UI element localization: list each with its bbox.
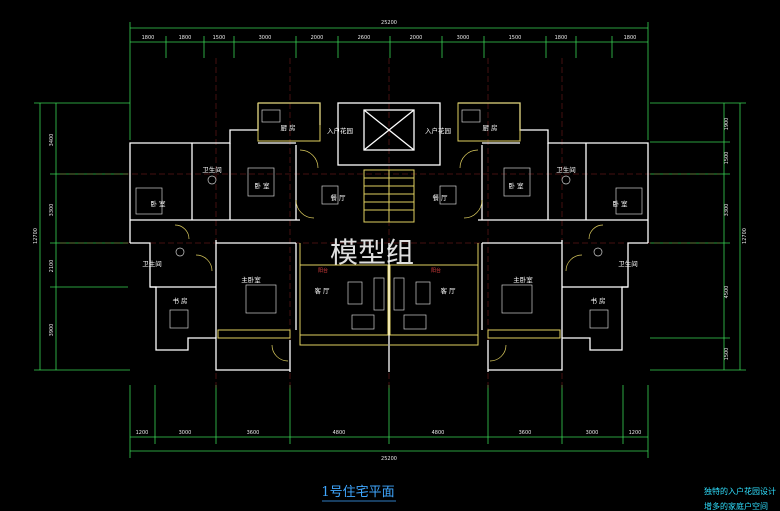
bottom-total-dimension: 25200 xyxy=(381,456,397,462)
bottom-dim-5: 4800 xyxy=(432,430,445,436)
top-dim-6: 2600 xyxy=(358,35,371,41)
master-bedroom-label-right: 主卧室 xyxy=(513,275,533,284)
bedroom-label-right-1: 卧 室 xyxy=(508,181,524,190)
study-label-left: 书 房 xyxy=(172,296,187,305)
top-dim-8: 3000 xyxy=(457,35,470,41)
bathroom-label-right-1: 卫生间 xyxy=(556,165,576,174)
bathroom-label-right-2: 卫生间 xyxy=(618,259,638,268)
kitchen-label-left: 厨 房 xyxy=(280,123,295,132)
right-total-dimension: 12700 xyxy=(742,228,748,244)
bedroom-label-left-1: 卧 室 xyxy=(254,181,270,190)
right-dim-4: 4500 xyxy=(724,286,730,299)
note-line-1: 独特的入户花园设计 xyxy=(704,486,776,496)
dimension-lines xyxy=(34,22,746,458)
kitchen-label-right: 厨 房 xyxy=(482,123,497,132)
left-total-dimension: 12700 xyxy=(33,228,39,244)
left-dim-4: 3900 xyxy=(49,324,55,337)
bottom-dim-6: 3600 xyxy=(519,430,532,436)
balcony-marker-right: 阳台 xyxy=(431,267,441,274)
right-dim-2: 1500 xyxy=(724,152,730,165)
left-dim-3: 2100 xyxy=(49,260,55,273)
bathroom-label-left-1: 卫生间 xyxy=(202,165,222,174)
yellow-railings xyxy=(217,102,561,346)
right-dim-5: 1500 xyxy=(724,348,730,361)
top-total-dimension: 25200 xyxy=(381,20,397,26)
top-dim-9: 1500 xyxy=(509,35,522,41)
furniture xyxy=(135,109,643,330)
drawing-title: 1号住宅平面 xyxy=(321,485,394,500)
left-dim-2: 3300 xyxy=(49,204,55,217)
left-dim-1: 3400 xyxy=(49,134,55,147)
living-label-left: 客 厅 xyxy=(314,286,330,295)
top-dim-3: 1500 xyxy=(213,35,226,41)
axis-lines xyxy=(60,58,720,390)
balcony-marker-left: 阳台 xyxy=(318,267,328,274)
bottom-dim-4: 4800 xyxy=(333,430,346,436)
top-dim-2: 1800 xyxy=(179,35,192,41)
bedroom-label-left-2: 卧 室 xyxy=(150,199,166,208)
entry-garden-label-left: 入户花园 xyxy=(327,126,353,135)
entry-garden-label-right: 入户花园 xyxy=(425,126,451,135)
top-dim-1: 1800 xyxy=(142,35,155,41)
watermark-text: 模型组 xyxy=(330,236,414,269)
bedroom-label-right-2: 卧 室 xyxy=(612,199,628,208)
bottom-dim-2: 3000 xyxy=(179,430,192,436)
top-dim-11: 1800 xyxy=(624,35,637,41)
living-label-right: 客 厅 xyxy=(440,286,456,295)
study-label-right: 书 房 xyxy=(590,296,605,305)
right-dim-3: 3300 xyxy=(724,204,730,217)
master-bedroom-label-left: 主卧室 xyxy=(241,275,261,284)
top-dim-7: 2000 xyxy=(410,35,423,41)
door-arcs xyxy=(174,149,604,362)
room-labels: 厨 房 厨 房 入户花园 入户花园 卧 室 卧 室 卧 室 卧 室 卫生间 卫生… xyxy=(142,123,638,305)
right-dim-1: 1900 xyxy=(724,118,730,131)
note-line-2: 增多的家庭户空间 xyxy=(704,501,768,511)
bottom-dim-7: 3000 xyxy=(586,430,599,436)
dining-label-left: 餐 厅 xyxy=(330,193,346,202)
bottom-dim-3: 3600 xyxy=(247,430,260,436)
bottom-dim-1: 1200 xyxy=(136,430,149,436)
dimension-labels: 25200 1800 1800 1500 3000 2000 2600 2000… xyxy=(33,20,748,462)
top-dim-5: 2000 xyxy=(311,35,324,41)
dining-label-right: 餐 厅 xyxy=(432,193,448,202)
top-dim-10: 1800 xyxy=(555,35,568,41)
bathroom-label-left-2: 卫生间 xyxy=(142,259,162,268)
top-dim-4: 3000 xyxy=(259,35,272,41)
bottom-dim-8: 1200 xyxy=(629,430,642,436)
